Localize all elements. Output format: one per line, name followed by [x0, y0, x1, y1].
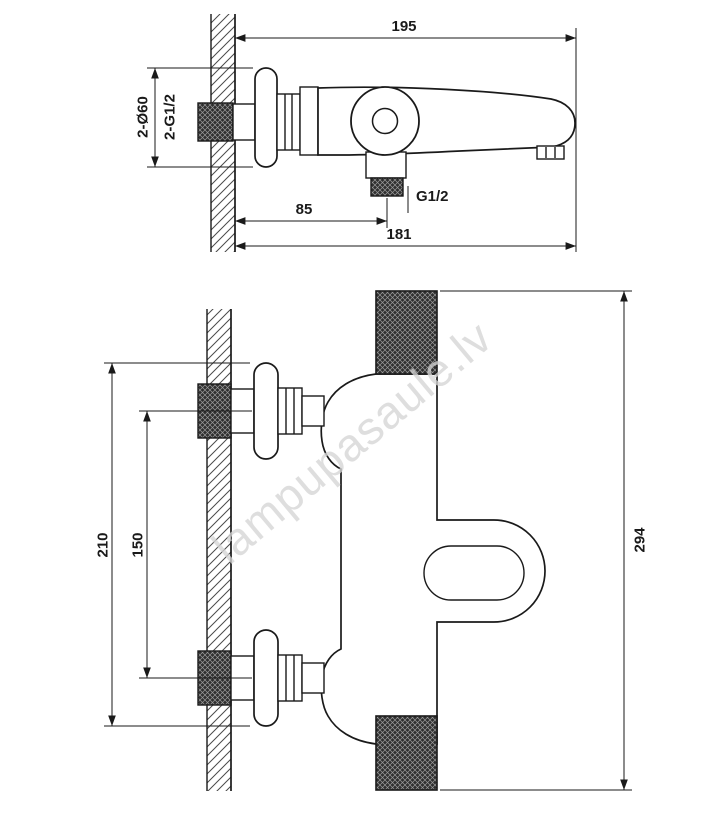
- dim-label-181: 181: [386, 226, 411, 243]
- aerator: [536, 145, 565, 160]
- side-view: 195 2-Ø60 2-G1/2 85 181 G1/2: [135, 14, 577, 252]
- spout-front-detail: [423, 545, 525, 601]
- dim-label-2-g12: 2-G1/2: [162, 94, 179, 140]
- dim-label-294: 294: [632, 527, 649, 553]
- shower-outlet-housing: [365, 151, 407, 179]
- label-outlet-thread-g12: G1/2: [416, 188, 449, 205]
- top-connection-nut: [277, 387, 303, 435]
- connection-nut-side: [276, 93, 301, 151]
- escutcheon-side: [254, 67, 278, 168]
- bottom-connection-nut: [277, 654, 303, 702]
- top-knurled-handle: [375, 290, 438, 375]
- control-knob: [350, 86, 420, 156]
- top-inlet-connector: [301, 395, 325, 427]
- bottom-knurled-handle: [375, 715, 438, 791]
- dim-label-2-d60: 2-Ø60: [135, 96, 152, 138]
- side-view-dimensions: 195 2-Ø60 2-G1/2 85 181 G1/2: [135, 18, 577, 252]
- dim-label-195: 195: [391, 18, 416, 35]
- front-view: 210 150 294: [95, 290, 649, 791]
- top-escutcheon: [253, 362, 279, 460]
- inlet-pipe-side: [232, 103, 256, 141]
- inlet-thread-side: [197, 102, 234, 142]
- bottom-escutcheon: [253, 629, 279, 727]
- shower-outlet-thread: [370, 177, 404, 197]
- dim-label-210: 210: [95, 532, 112, 557]
- mixer-body-side: [299, 86, 319, 156]
- dim-label-150: 150: [130, 532, 147, 557]
- bottom-inlet-connector: [301, 662, 325, 694]
- front-view-dimensions: 210 150 294: [95, 290, 649, 791]
- dim-label-85: 85: [296, 201, 313, 218]
